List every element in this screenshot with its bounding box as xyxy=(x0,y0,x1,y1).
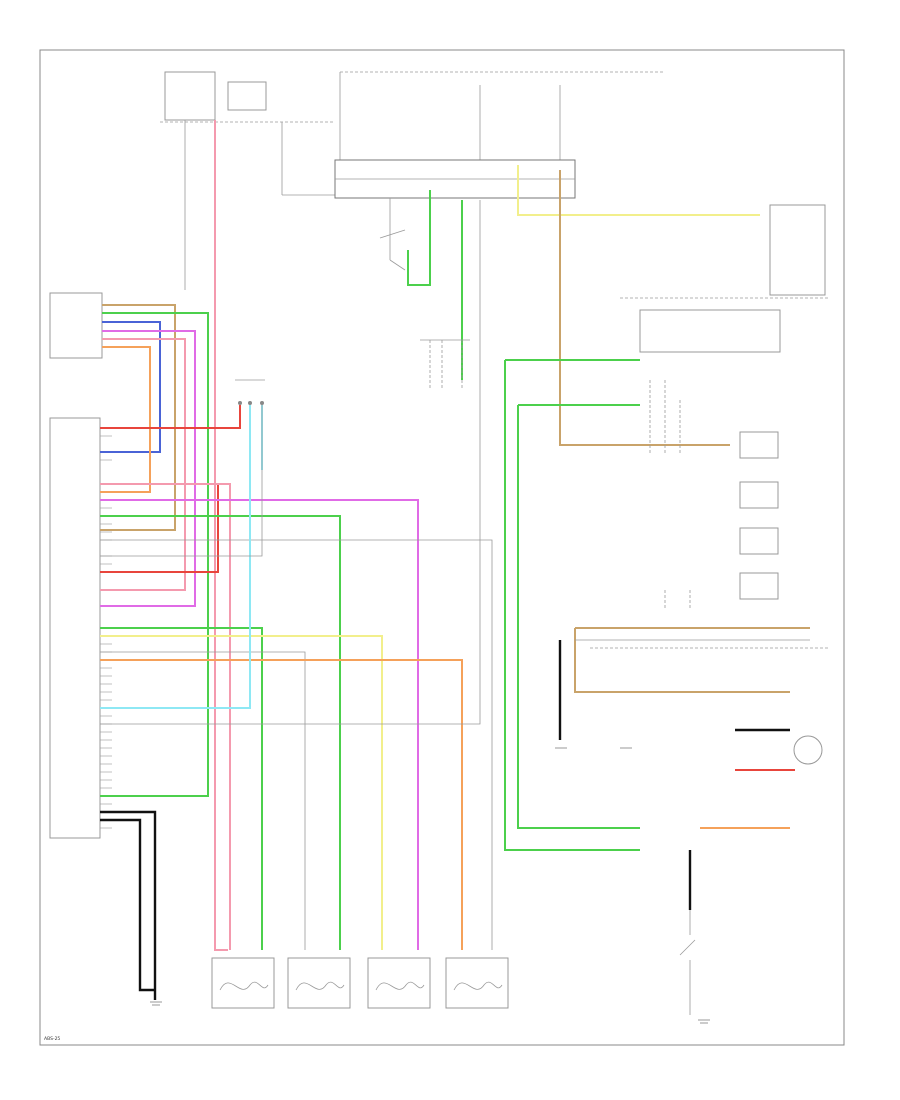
combination-meter-box xyxy=(49,292,103,359)
switch-box-3 xyxy=(739,527,779,555)
parking-brake-switch xyxy=(679,910,696,1015)
wire-brake-yellow xyxy=(517,165,760,216)
junction-connector-mid xyxy=(235,379,265,405)
wire-tan-cruise xyxy=(574,628,790,693)
horn-icon xyxy=(793,735,823,765)
wire-fr-pink xyxy=(100,483,231,950)
wire-red-upper xyxy=(100,405,241,429)
wire-green-right4 xyxy=(517,405,640,829)
wire-black-ground2 xyxy=(100,818,155,992)
wire-fl-gray xyxy=(100,651,306,950)
wire-gray-can xyxy=(100,200,481,725)
ground-symbols xyxy=(150,747,710,1024)
switch-box-1 xyxy=(739,431,779,459)
right-modules xyxy=(590,204,830,765)
wire-meter-orange xyxy=(100,346,151,493)
wire-meter-green xyxy=(100,312,209,797)
sensor-rear-right xyxy=(367,957,431,1009)
wire-black-ground xyxy=(100,810,157,1000)
wire-green-right2 xyxy=(504,360,640,851)
wire-brake-green xyxy=(407,190,431,286)
diagram-frame xyxy=(39,49,845,1046)
wire-tan-main xyxy=(559,170,730,446)
relay-box-mid xyxy=(227,81,267,111)
wheel-speed-sensors xyxy=(211,957,509,1009)
wire-rl-gray xyxy=(100,539,493,950)
lamp-box xyxy=(769,204,826,296)
relay-box-left xyxy=(164,71,216,121)
sensor-front-left xyxy=(287,957,351,1009)
wire-cyan-can xyxy=(100,405,251,709)
wire-rr-yellow xyxy=(100,635,383,950)
fuse-relay-area xyxy=(160,71,665,199)
wire-fl-green xyxy=(100,515,341,950)
wire-meter-tan xyxy=(100,304,176,531)
wire-rr-magenta xyxy=(100,499,419,950)
wire-fr-green xyxy=(100,627,263,950)
wire-gray-mid xyxy=(100,405,263,557)
sensor-rear-left xyxy=(445,957,509,1009)
brake-pedal-switch xyxy=(379,198,406,271)
wire-meter-blue xyxy=(100,321,161,453)
sensor-front-right xyxy=(211,957,275,1009)
module-top-right xyxy=(639,309,781,353)
wire-meter-pink xyxy=(100,338,186,591)
wire-red-lower xyxy=(100,483,219,573)
switch-box-4 xyxy=(739,572,779,600)
junction-connector-top xyxy=(420,339,470,390)
abs-control-module-box xyxy=(49,417,101,839)
switch-box-2 xyxy=(739,481,779,509)
wire-meter-magenta xyxy=(100,330,196,607)
wire-power-pink xyxy=(214,120,228,951)
meter-wires xyxy=(100,304,209,797)
page-code: ABS-25 xyxy=(44,1036,60,1042)
wire-rl-orange xyxy=(100,659,463,950)
sensor-wires xyxy=(100,200,493,1000)
